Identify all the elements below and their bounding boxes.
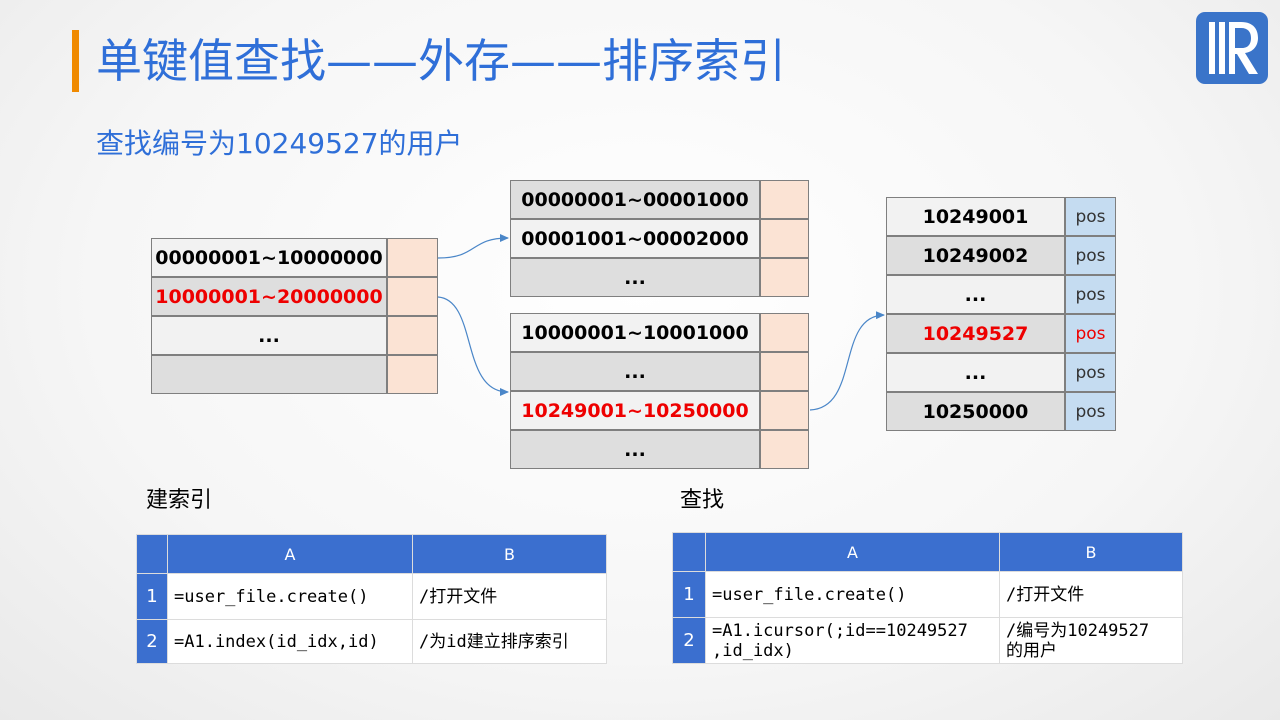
level2-pointer-cell [760, 430, 809, 469]
code-cell-a[interactable]: =A1.index(id_idx,id) [167, 619, 413, 664]
level2-pointer-cell [760, 219, 809, 258]
leaf-key-label: 10249002 [922, 244, 1029, 267]
level1-pointer-cell [387, 355, 438, 394]
level2-key-cell: ... [510, 352, 760, 391]
leaf-pos-label: pos [1075, 284, 1106, 305]
level1-key-label: 00000001~10000000 [155, 246, 383, 269]
leaf-pos-cell: pos [1065, 314, 1116, 353]
raqsoft-logo-icon [1196, 12, 1268, 84]
leaf-key-label: ... [964, 361, 987, 384]
column-header-b: B [412, 534, 607, 574]
code-cell-a[interactable]: =user_file.create() [705, 571, 1000, 618]
level1-key-cell [151, 355, 387, 394]
level2-key-label: 00001001~00002000 [521, 227, 749, 250]
level2-key-cell: ... [510, 258, 760, 297]
leaf-pos-cell: pos [1065, 275, 1116, 314]
arrow-level1-to-block-a [437, 234, 509, 259]
level2-key-label: 00000001~00001000 [521, 188, 749, 211]
row-number: 2 [136, 619, 168, 664]
column-header-b: B [999, 532, 1183, 572]
leaf-key-cell: ... [886, 353, 1065, 392]
level1-pointer-cell [387, 316, 438, 355]
level1-pointer-cell [387, 238, 438, 277]
row-number: 1 [672, 571, 706, 618]
leaf-pos-label: pos [1075, 245, 1106, 266]
comment-cell-b[interactable]: /编号为10249527 的用户 [999, 617, 1183, 664]
build-index-label: 建索引 [146, 488, 213, 513]
leaf-pos-cell: pos [1065, 392, 1116, 431]
column-header-a: A [705, 532, 1000, 572]
corner-header-cell [672, 532, 706, 572]
leaf-key-cell: ... [886, 275, 1065, 314]
search-label: 查找 [680, 488, 725, 513]
leaf-key-label: ... [964, 283, 987, 306]
level2-key-label: ... [624, 360, 646, 383]
leaf-key-cell: 10249527 [886, 314, 1065, 353]
leaf-pos-cell: pos [1065, 236, 1116, 275]
level2-key-cell: 00001001~00002000 [510, 219, 760, 258]
row-number: 2 [672, 617, 706, 664]
leaf-pos-cell: pos [1065, 197, 1116, 236]
leaf-key-label: 10249527 [922, 322, 1029, 345]
level2-pointer-cell [760, 352, 809, 391]
level2-key-cell: 10000001~10001000 [510, 313, 760, 352]
leaf-pos-label: pos [1075, 401, 1106, 422]
leaf-pos-label: pos [1075, 362, 1106, 383]
level1-key-cell: 10000001~20000000 [151, 277, 387, 316]
level2-pointer-cell [760, 391, 809, 430]
level1-key-label: 10000001~20000000 [155, 285, 383, 308]
leaf-key-label: 10249001 [922, 205, 1029, 228]
leaf-key-cell: 10249001 [886, 197, 1065, 236]
level2-key-cell: 00000001~00001000 [510, 180, 760, 219]
level1-key-label: ... [258, 324, 280, 347]
column-header-a: A [167, 534, 413, 574]
arrow-block-b-to-leaf [809, 311, 885, 411]
row-number: 1 [136, 573, 168, 620]
title-accent-bar [72, 30, 79, 92]
leaf-pos-label: pos [1075, 323, 1106, 344]
page-title: 单键值查找——外存——排序索引 [96, 34, 786, 88]
level2-pointer-cell [760, 258, 809, 297]
level2-key-label: 10000001~10001000 [521, 321, 749, 344]
level1-pointer-cell [387, 277, 438, 316]
level2-key-cell: ... [510, 430, 760, 469]
leaf-pos-cell: pos [1065, 353, 1116, 392]
comment-cell-b[interactable]: /打开文件 [412, 573, 607, 620]
arrow-level1-to-block-b [437, 296, 509, 396]
leaf-key-cell: 10250000 [886, 392, 1065, 431]
comment-cell-b[interactable]: /为id建立排序索引 [412, 619, 607, 664]
corner-header-cell [136, 534, 168, 574]
level2-key-label: ... [624, 438, 646, 461]
level1-key-cell: ... [151, 316, 387, 355]
search-code-table: A B 1 =user_file.create() /打开文件 2 =A1.ic… [672, 532, 1183, 664]
comment-cell-b[interactable]: /打开文件 [999, 571, 1183, 618]
leaf-key-label: 10250000 [922, 400, 1029, 423]
level2-pointer-cell [760, 180, 809, 219]
leaf-key-cell: 10249002 [886, 236, 1065, 275]
level2-key-label: ... [624, 266, 646, 289]
level1-key-cell: 00000001~10000000 [151, 238, 387, 277]
level2-key-cell: 10249001~10250000 [510, 391, 760, 430]
build-index-code-table: A B 1 =user_file.create() /打开文件 2 =A1.in… [136, 534, 607, 664]
level2-key-label: 10249001~10250000 [521, 399, 749, 422]
level2-pointer-cell [760, 313, 809, 352]
code-cell-a[interactable]: =A1.icursor(;id==10249527 ,id_idx) [705, 617, 1000, 664]
leaf-pos-label: pos [1075, 206, 1106, 227]
page-subtitle: 查找编号为10249527的用户 [96, 127, 463, 160]
code-cell-a[interactable]: =user_file.create() [167, 573, 413, 620]
